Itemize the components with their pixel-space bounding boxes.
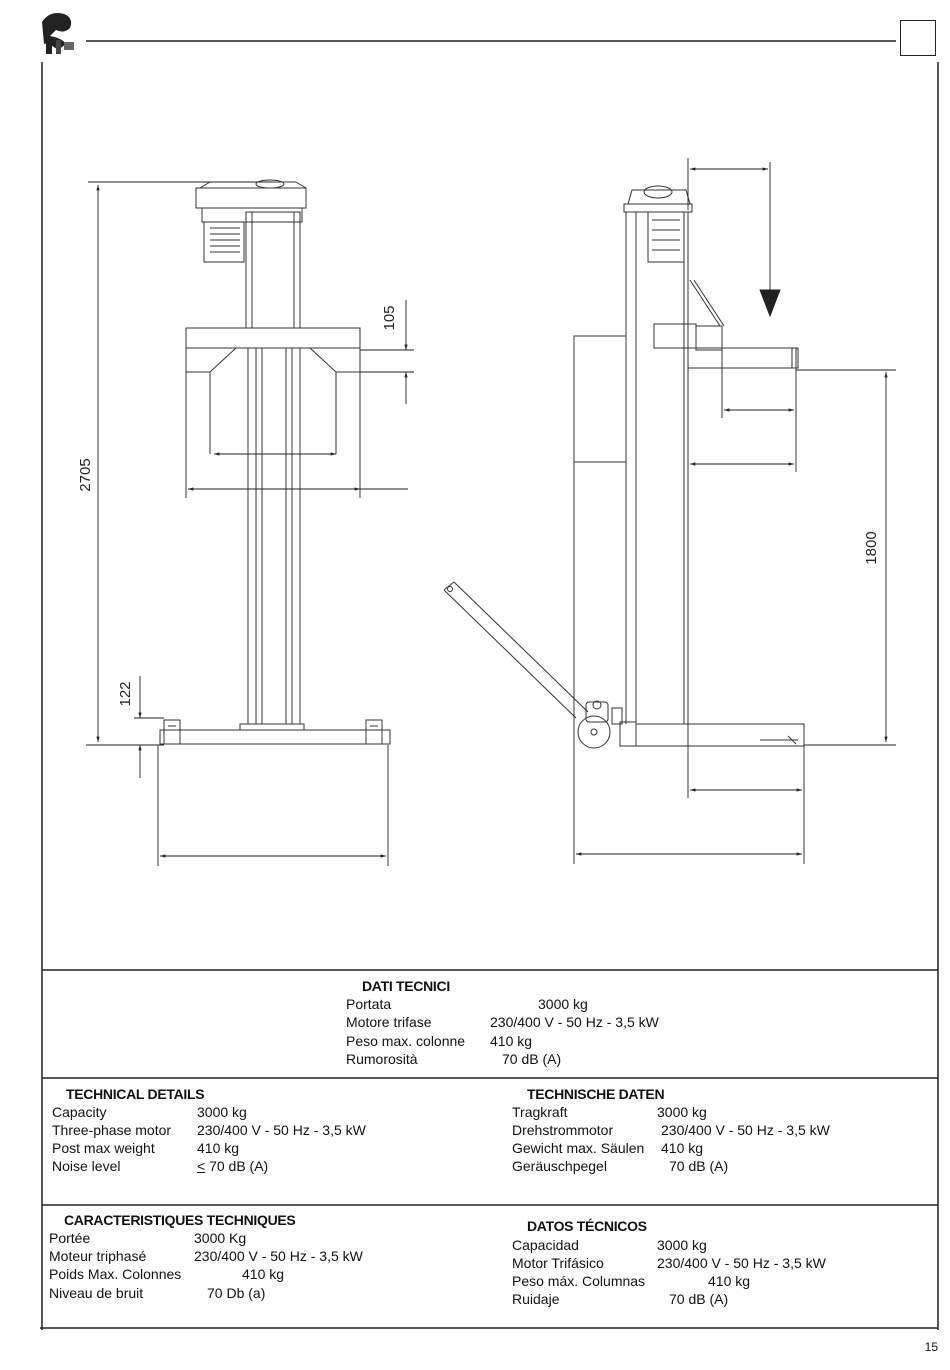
specs-title-it: DATI TECNICI (362, 978, 450, 994)
dimension-total-height: 2705 (77, 458, 94, 491)
front-dimensions (86, 181, 414, 866)
dimension-base-height: 122 (117, 681, 134, 706)
dimension-top-offset: 105 (381, 305, 398, 330)
brand-logo (42, 13, 74, 54)
specs-title-de: TECHNISCHE DATEN (527, 1086, 665, 1102)
front-view (159, 179, 391, 745)
page-corner-box (900, 20, 936, 56)
less-than-or-equal-sign: < (197, 1158, 206, 1174)
page-number: 15 (924, 1340, 938, 1354)
specs-title-fr: CARACTERISTIQUES TECHNIQUES (64, 1212, 296, 1228)
dimension-lift-height: 1800 (863, 531, 880, 564)
side-dimensions (573, 158, 896, 864)
side-view (443, 185, 805, 749)
specs-title-en: TECHNICAL DETAILS (66, 1086, 205, 1102)
specs-title-es: DATOS TÉCNICOS (527, 1218, 647, 1234)
